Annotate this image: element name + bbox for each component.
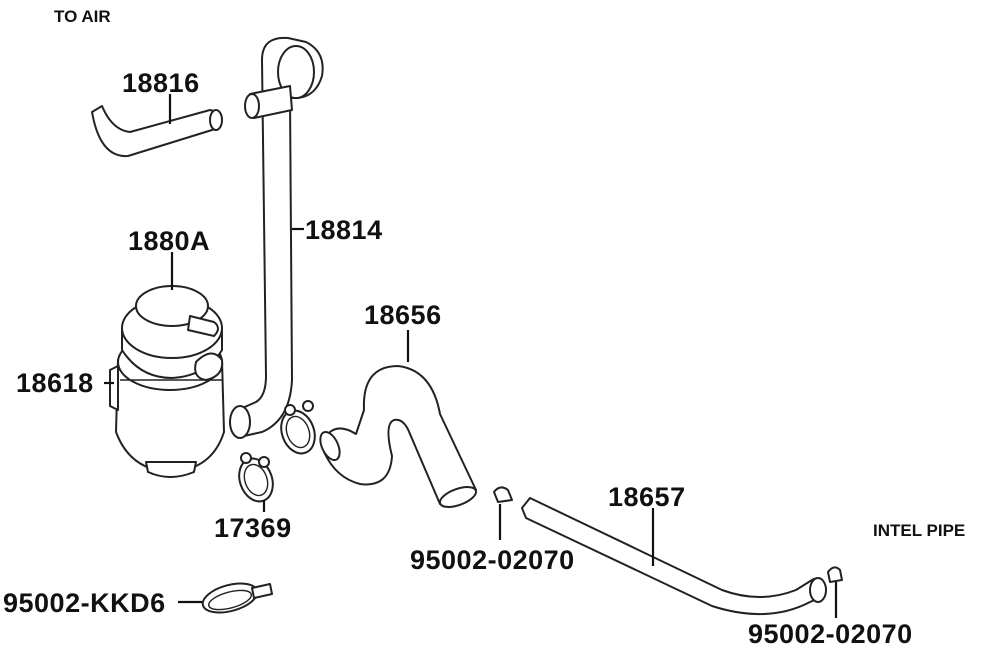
- label-95002-02070-right: 95002-02070: [748, 619, 913, 649]
- note-intel-pipe: INTEL PIPE: [873, 521, 966, 540]
- clamp-95002-02070-left: [493, 486, 513, 503]
- label-1880A: 1880A: [128, 226, 211, 256]
- hose-18657: [521, 497, 827, 616]
- canister-1880A: [109, 285, 225, 478]
- hose-18656: [319, 365, 478, 508]
- clips-17369: [238, 400, 316, 503]
- label-18618: 18618: [16, 368, 94, 398]
- label-18657: 18657: [608, 482, 686, 512]
- label-95002-02070-left: 95002-02070: [410, 545, 575, 575]
- label-17369: 17369: [214, 513, 292, 543]
- hose-18816: [91, 105, 223, 158]
- leader-lines: [104, 94, 838, 618]
- label-18816: 18816: [122, 68, 200, 98]
- label-18814: 18814: [305, 215, 383, 245]
- clamp-95002-KKD6: [201, 582, 273, 614]
- hose-18814: [229, 36, 324, 439]
- clamp-95002-02070-right: [827, 566, 843, 583]
- label-18656: 18656: [364, 300, 442, 330]
- label-95002-KKD6: 95002-KKD6: [3, 588, 166, 618]
- note-to-air: TO AIR: [54, 7, 111, 26]
